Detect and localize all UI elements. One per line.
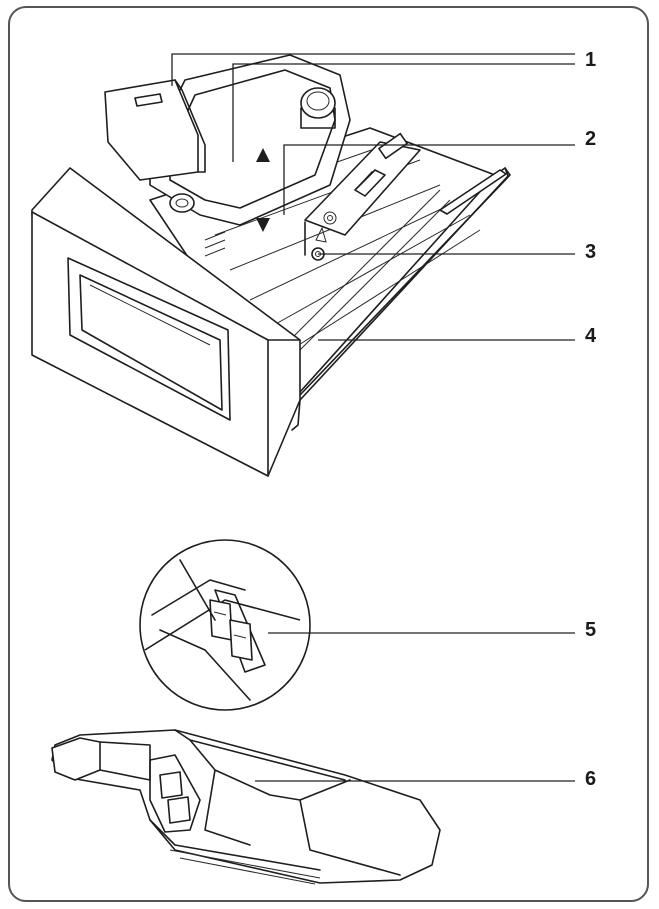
arrow-up-icon: [256, 148, 270, 162]
diagram-frame: [8, 6, 649, 902]
detergent-lid: [104, 79, 206, 181]
callout-3: 3: [585, 241, 596, 263]
callout-2: 2: [585, 128, 596, 150]
arrow-down-icon: [256, 218, 270, 232]
slide-selector: [304, 132, 421, 261]
callout-labels: 1 2 3 4 5 6: [585, 49, 597, 790]
callout-6: 6: [585, 768, 596, 790]
callout-5: 5: [585, 619, 596, 641]
callout-4: 4: [585, 325, 597, 347]
leader-lines: [171, 53, 575, 782]
latch-detail-circle: [139, 539, 311, 711]
drawer-handle-recess: [67, 257, 231, 421]
siphon-insert: [51, 729, 441, 885]
callout-1: 1: [585, 49, 596, 71]
